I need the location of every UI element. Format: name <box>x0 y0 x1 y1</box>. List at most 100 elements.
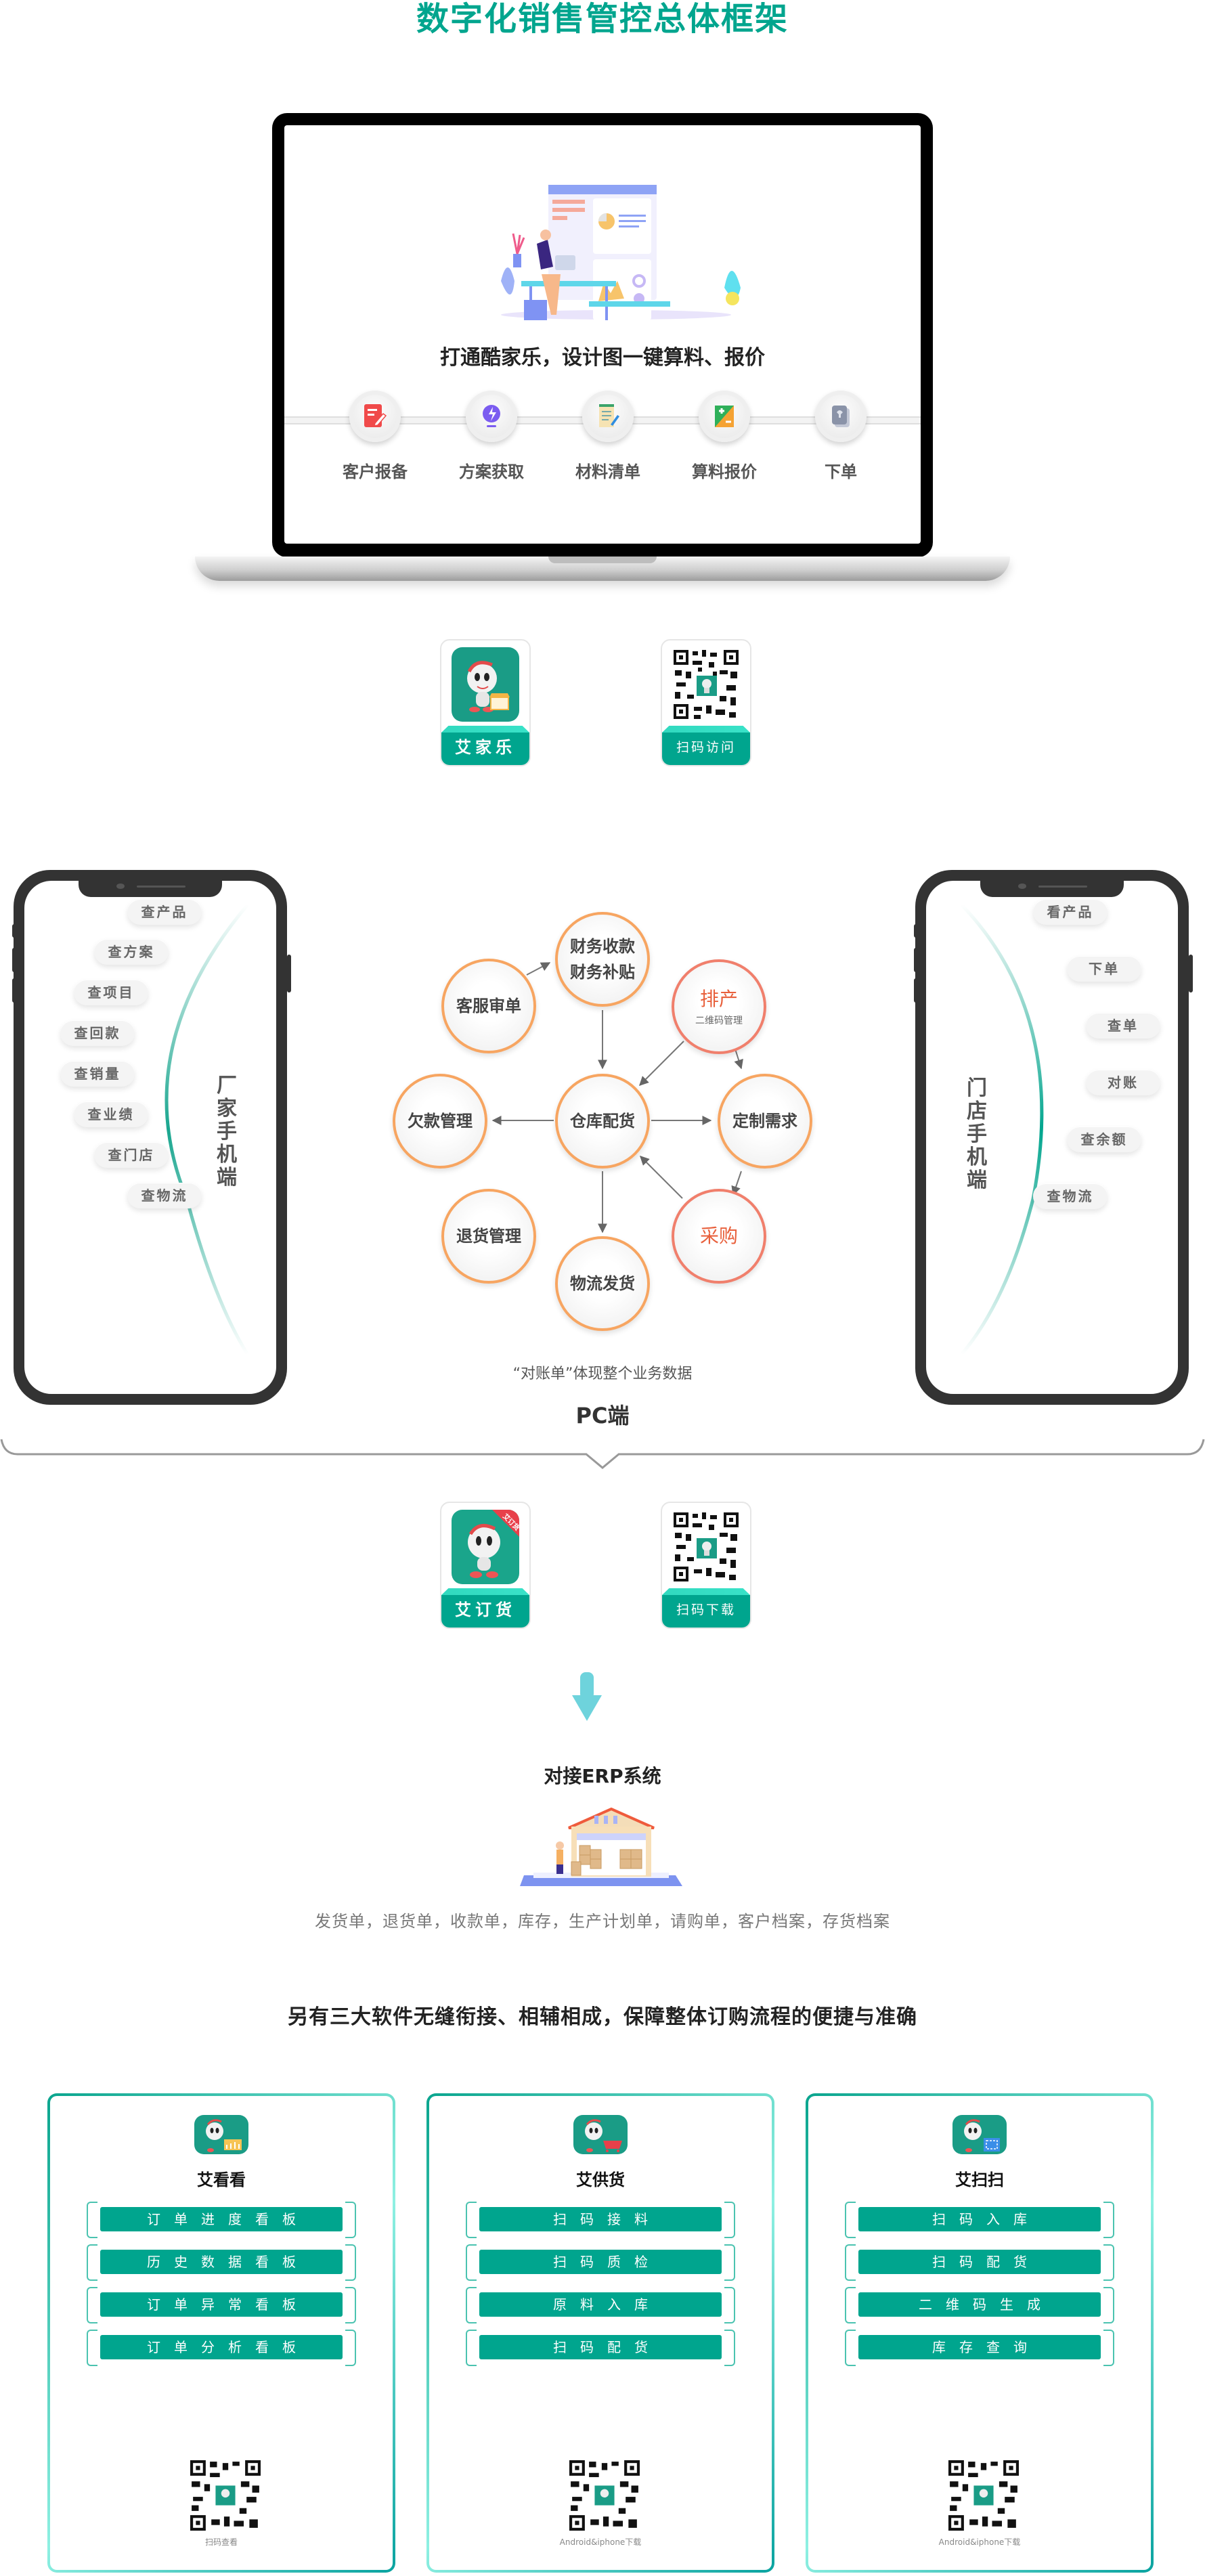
app-card-aidinghuo[interactable]: 艾订货 艾订货 <box>440 1502 531 1629</box>
qr-code-icon <box>569 2460 640 2531</box>
aijiale-app-icon <box>452 647 519 722</box>
step-calc-quote: 算料报价 <box>674 391 775 482</box>
laptop-mockup: 打通酷家乐，设计图一键算料、报价 客户报备 方案获取 材料清单 算料报价 <box>272 113 933 557</box>
laptop-hinge <box>548 556 657 563</box>
feature-item[interactable]: 订单进度看板 <box>87 2202 356 2238</box>
node-debt-management[interactable]: 欠款管理 <box>393 1074 487 1169</box>
phone-notch <box>980 881 1124 897</box>
pill-query-stores[interactable]: 查门店 <box>94 1142 169 1168</box>
feature-item[interactable]: 订单分析看板 <box>87 2330 356 2366</box>
phone-side-button <box>12 948 16 972</box>
aigonghuo-app-icon <box>573 2115 628 2154</box>
product-card-aisaosao: 艾扫扫 扫码入库 扫码配货 二维码生成 库存查询 Android&iphone下… <box>806 2093 1154 2573</box>
arrow-caigou-to-cangku <box>640 1156 683 1199</box>
qr-card-download[interactable]: 扫码下载 <box>661 1502 751 1629</box>
qr-code-icon <box>948 2460 1019 2531</box>
flow-arrows <box>491 962 743 1234</box>
feature-item[interactable]: 扫码接料 <box>466 2202 735 2238</box>
feature-item[interactable]: 扫码配货 <box>845 2244 1114 2281</box>
pill-query-performance[interactable]: 查业绩 <box>74 1101 148 1127</box>
feature-item[interactable]: 订单异常看板 <box>87 2287 356 2323</box>
store-phone-mockup: 门店手机端 看产品 下单 查单 对账 查余额 查物流 <box>915 870 1189 1405</box>
qr-label: 扫码访问 <box>662 733 750 765</box>
pill-query-project[interactable]: 查项目 <box>74 980 148 1005</box>
calculator-icon <box>715 406 734 427</box>
phone-side-button <box>12 924 16 938</box>
flow-caption: “对账单”体现整个业务数据 <box>512 1366 693 1382</box>
app-card-aijiale[interactable]: 艾家乐 <box>440 639 531 766</box>
pill-view-products[interactable]: 看产品 <box>1033 899 1108 925</box>
mascot-scan-icon <box>964 2119 1000 2152</box>
node-warehouse-picking[interactable]: 仓库配货 <box>555 1074 650 1169</box>
pill-place-order[interactable]: 下单 <box>1067 956 1141 982</box>
order-cards-icon <box>832 406 850 427</box>
pill-query-logistics[interactable]: 查物流 <box>127 1183 202 1208</box>
qr-label: 扫码查看 <box>204 2537 238 2547</box>
qr-code-icon <box>674 1512 739 1581</box>
aikankan-app-icon <box>194 2115 248 2154</box>
pc-label: PC端 <box>575 1403 630 1428</box>
phone-side-button <box>287 955 291 992</box>
factory-phone-title: 厂家手机端 <box>217 1074 237 1189</box>
step-plan-acquire: 方案获取 <box>441 391 542 482</box>
node-custom-demand[interactable]: 定制需求 <box>718 1074 812 1169</box>
phone-side-button <box>1189 955 1193 992</box>
pill-reconcile[interactable]: 对账 <box>1086 1070 1160 1095</box>
qr-label: Android&iphone下载 <box>559 2537 642 2547</box>
qr-label: Android&iphone下载 <box>938 2537 1021 2547</box>
office-illustration <box>501 185 741 320</box>
mascot-icon <box>467 661 510 712</box>
pill-query-payment[interactable]: 查回款 <box>60 1020 135 1046</box>
node-customer-service-review[interactable]: 客服审单 <box>441 959 536 1053</box>
feature-item[interactable]: 扫码入库 <box>845 2202 1114 2238</box>
arc-divider <box>165 903 250 1356</box>
feature-item[interactable]: 二维码生成 <box>845 2287 1114 2323</box>
feature-item[interactable]: 扫码配货 <box>466 2330 735 2366</box>
aisaosao-app-icon <box>952 2115 1007 2154</box>
pill-query-logistics[interactable]: 查物流 <box>1033 1183 1108 1209</box>
pill-query-order[interactable]: 查单 <box>1086 1013 1160 1039</box>
phone-side-button <box>12 978 16 1003</box>
mascot-icon <box>468 1510 519 1578</box>
phone-side-button <box>914 978 918 1003</box>
node-logistics-shipping[interactable]: 物流发货 <box>555 1236 650 1331</box>
product-card-aikankan: 艾看看 订单进度看板 历史数据看板 订单异常看板 订单分析看板 扫码查看 <box>47 2093 395 2573</box>
phone-side-button <box>914 948 918 972</box>
node-production-scheduling[interactable]: 排产 二维码管理 <box>672 959 766 1054</box>
pill-query-plan[interactable]: 查方案 <box>94 939 169 965</box>
step-label: 方案获取 <box>459 462 524 481</box>
aidinghuo-app-icon: 艾订货 <box>452 1510 519 1584</box>
step-label: 下单 <box>825 462 857 481</box>
phone-notch <box>79 881 222 897</box>
feature-item[interactable]: 原料入库 <box>466 2287 735 2323</box>
step-label: 客户报备 <box>343 462 408 481</box>
product-name: 艾看看 <box>197 2170 246 2189</box>
three-software-title: 另有三大软件无缝衔接、相辅相成，保障整体订购流程的便捷与准确 <box>288 2005 917 2029</box>
step-place-order: 下单 <box>790 391 892 482</box>
report-edit-icon <box>364 404 387 427</box>
mascot-chart-icon <box>206 2119 242 2152</box>
feature-item[interactable]: 历史数据看板 <box>87 2244 356 2281</box>
step-material-list: 材料清单 <box>557 391 659 482</box>
feature-item[interactable]: 扫码质检 <box>466 2244 735 2281</box>
phone-side-button <box>914 924 918 938</box>
notepad-list-icon <box>599 404 619 427</box>
erp-documents-list: 发货单，退货单，收款单，库存，生产计划单，请购单，客户档案，存货档案 <box>315 1912 890 1931</box>
feature-item[interactable]: 库存查询 <box>845 2330 1114 2366</box>
laptop-headline: 打通酷家乐，设计图一键算料、报价 <box>440 346 765 370</box>
qr-code-icon <box>674 650 739 719</box>
node-finance[interactable]: 财务收款 财务补贴 <box>555 912 650 1007</box>
arc-divider <box>960 903 1044 1356</box>
node-purchasing[interactable]: 采购 <box>672 1189 766 1284</box>
step-label: 材料清单 <box>575 462 640 481</box>
pill-query-product[interactable]: 查产品 <box>127 899 202 925</box>
app-name-label: 艾家乐 <box>441 733 529 765</box>
pill-query-sales[interactable]: 查销量 <box>60 1061 135 1087</box>
qr-label: 扫码下载 <box>662 1595 750 1628</box>
qr-card-visit[interactable]: 扫码访问 <box>661 639 751 766</box>
product-card-aigonghuo: 艾供货 扫码接料 扫码质检 原料入库 扫码配货 Android&iphone下载 <box>426 2093 774 2573</box>
node-return-management[interactable]: 退货管理 <box>441 1189 536 1284</box>
pill-query-balance[interactable]: 查余额 <box>1067 1127 1141 1152</box>
store-phone-title: 门店手机端 <box>967 1076 987 1192</box>
down-arrow-icon <box>572 1672 602 1721</box>
